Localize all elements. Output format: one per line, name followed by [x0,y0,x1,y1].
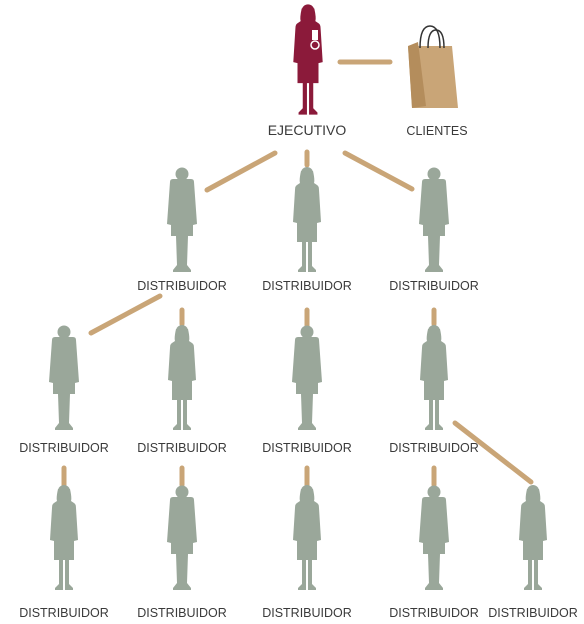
distributor-node: DISTRIBUIDOR [262,167,352,293]
distributor-node: DISTRIBUIDOR [19,325,109,455]
man-icon [419,167,449,272]
executive-node: EJECUTIVO [268,4,347,138]
connectors [61,59,534,488]
distributor-node: DISTRIBUIDOR [19,485,109,620]
shopping-bag-icon [408,25,458,108]
distributor-node: DISTRIBUIDOR [137,167,227,293]
woman-icon [420,325,448,430]
woman-icon [293,485,321,590]
man-icon [419,485,449,590]
distributor-node: DISTRIBUIDOR [488,485,578,620]
man-icon [49,325,79,430]
woman-icon [168,325,196,430]
distributor-label: DISTRIBUIDOR [262,279,352,293]
woman-icon [519,485,547,590]
woman-icon [293,167,321,272]
distributor-label: DISTRIBUIDOR [389,441,479,455]
executive-woman-icon [293,4,323,115]
distributor-node: DISTRIBUIDOR [137,485,227,620]
customers-node: CLIENTES [406,25,468,138]
distributor-label: DISTRIBUIDOR [137,606,227,620]
executive-label: EJECUTIVO [268,122,347,138]
connector-l1a-l2a [88,293,163,336]
man-icon [292,325,322,430]
distributor-nodes: DISTRIBUIDOR DISTRIBUIDOR DISTRIBUIDOR DIST… [19,167,578,620]
distributor-node: DISTRIBUIDOR [389,485,479,620]
customers-label: CLIENTES [406,124,467,138]
man-icon [167,167,197,272]
distributor-label: DISTRIBUIDOR [262,441,352,455]
connector-executive-distributor-right [342,150,415,192]
woman-icon [50,485,78,590]
connector-l2d-l3e [452,420,534,485]
distributor-node: DISTRIBUIDOR [262,325,352,455]
distributor-label: DISTRIBUIDOR [137,279,227,293]
distributor-node: DISTRIBUIDOR [262,485,352,620]
distributor-node: DISTRIBUIDOR [389,167,479,293]
distributor-label: DISTRIBUIDOR [389,279,479,293]
distributor-label: DISTRIBUIDOR [262,606,352,620]
man-icon [167,485,197,590]
medal-icon [310,30,320,50]
connector-executive-distributor-left [204,150,278,193]
distributor-node: DISTRIBUIDOR [137,325,227,455]
distributor-label: DISTRIBUIDOR [19,441,109,455]
distributor-label: DISTRIBUIDOR [389,606,479,620]
distributor-label: DISTRIBUIDOR [137,441,227,455]
distributor-label: DISTRIBUIDOR [488,606,578,620]
distributor-node: DISTRIBUIDOR [389,325,479,455]
distributor-label: DISTRIBUIDOR [19,606,109,620]
